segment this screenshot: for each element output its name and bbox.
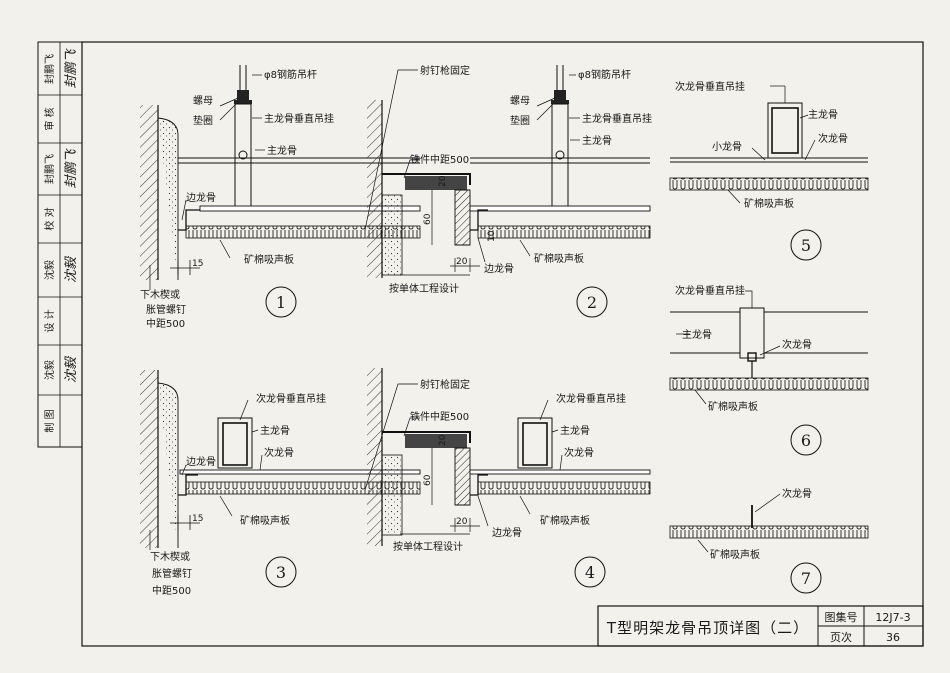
label-washer-d2: 垫圈 [510,114,530,127]
dim-15-d3: 15 [192,514,203,524]
dim-60-d2: 60 [423,213,433,225]
label-board-d6: 矿棉吸声板 [708,400,758,413]
label-main-keel-d3: 主龙骨 [260,424,290,437]
label-wedge2-d3: 胀管螺钉 [152,567,192,580]
label-wedge2-d1: 胀管螺钉 [146,303,186,316]
label-nut-d2: 螺母 [510,95,530,107]
dim-20v-d4: 20 [438,434,448,446]
approval-sidebar: 封鹏飞 封鹏飞 审 核 封鹏飞 封鹏飞 校 对 沈毅 沈毅 设 计 沈毅 沈毅 … [37,41,83,448]
detail-1: 15 φ8钢筋吊杆 螺母 垫圈 主龙骨垂直吊挂 主龙骨 边龙骨 矿棉吸声板 下木… [140,65,421,330]
detail-5: 次龙骨垂直吊挂 主龙骨 次龙骨 小龙骨 矿棉吸声板 5 [669,80,869,261]
label-rod-d2: φ8钢筋吊杆 [578,68,631,81]
sidebar-role-review: 审 核 [43,107,56,130]
detail-number-1: 1 [276,293,286,312]
label-nail-gun-d4: 射钉枪固定 [420,378,470,391]
label-sec-keel-d6: 次龙骨 [782,338,812,351]
dim-20-d2: 20 [456,257,468,267]
sidebar-role-draw: 制 图 [43,409,56,432]
detail-number-7: 7 [801,569,811,588]
label-edge-keel-d3: 边龙骨 [186,455,216,468]
label-per-project-d2: 按单体工程设计 [389,282,459,295]
title-block: T型明架龙骨吊顶详图（二） 图集号 12J7-3 页次 36 [597,605,924,647]
label-sec-keel-d3: 次龙骨 [264,446,294,459]
detail-number-3: 3 [276,563,286,582]
atlas-number: 12J7-3 [875,611,910,624]
label-board-d1: 矿棉吸声板 [244,253,294,266]
label-wedge1-d1: 下木楔或 [140,289,180,301]
sheet-title: T型明架龙骨吊顶详图（二） [606,619,809,637]
sidebar-name-3: 沈毅 [43,260,56,280]
sidebar-role-check: 校 对 [43,207,56,230]
dim-15-d1: 15 [192,259,203,269]
label-main-keel-d4: 主龙骨 [560,424,590,437]
label-sec-keel-d7: 次龙骨 [782,487,812,500]
label-sec-keel-d4: 次龙骨 [564,446,594,459]
label-board-d7: 矿棉吸声板 [710,548,760,561]
page-number: 36 [886,631,900,644]
label-nut-d1: 螺母 [193,95,213,107]
sidebar-name-2: 封鹏飞 [43,154,56,184]
label-main-keel-d2: 主龙骨 [582,134,612,147]
label-sec-hanger-d6: 次龙骨垂直吊挂 [675,284,745,297]
label-board-d4: 矿棉吸声板 [540,514,590,527]
label-main-keel-d5: 主龙骨 [808,108,838,121]
label-sec-keel-d5: 次龙骨 [818,132,848,145]
label-edge-keel-d2: 边龙骨 [484,262,514,275]
label-wedge1-d3: 下木楔或 [150,551,190,563]
sidebar-name-4: 沈毅 [43,360,56,380]
label-nail-gun-d2: 射钉枪固定 [420,64,470,77]
label-iron-pitch-d2: 铁件中距500 [410,153,469,166]
sidebar-role-design: 设 计 [43,309,56,332]
label-main-hanger-d1: 主龙骨垂直吊挂 [264,112,334,125]
label-edge-keel-d1: 边龙骨 [186,191,216,204]
dim-20-d4: 20 [456,517,468,527]
page-label: 页次 [830,630,852,644]
detail-7: 次龙骨 矿棉吸声板 7 [669,487,869,594]
label-sec-hanger-d3: 次龙骨垂直吊挂 [256,392,326,405]
label-sec-hanger-d4: 次龙骨垂直吊挂 [556,392,626,405]
label-edge-keel-d4: 边龙骨 [492,526,522,539]
label-rod-d1: φ8钢筋吊杆 [264,68,317,81]
dim-10-d2: 10 [487,230,497,242]
detail-6: 次龙骨垂直吊挂 主龙骨 次龙骨 矿棉吸声板 6 [669,284,869,456]
label-wedge3-d1: 中距500 [146,317,185,330]
signature-2: 封鹏飞 [64,148,79,189]
label-sec-hanger-d5: 次龙骨垂直吊挂 [675,80,745,93]
label-small-keel-d5: 小龙骨 [712,140,742,153]
label-wedge3-d3: 中距500 [152,584,191,597]
dim-20v-d2: 20 [438,175,448,187]
label-washer-d1: 垫圈 [193,114,213,127]
signature-4: 沈毅 [63,355,79,383]
label-board-d5: 矿棉吸声板 [744,197,794,210]
label-main-keel-d1: 主龙骨 [267,144,297,157]
atlas-label: 图集号 [825,610,858,624]
label-main-keel-d6: 主龙骨 [682,328,712,341]
detail-3: 15 次龙骨垂直吊挂 主龙骨 次龙骨 边龙骨 矿棉吸声板 下木楔或 胀管螺钉 中… [140,370,421,597]
label-iron-pitch-d4: 铁件中距500 [410,410,469,423]
signature-3: 沈毅 [63,255,79,283]
signature-1: 封鹏飞 [64,48,79,89]
detail-4: 60 20 20 射钉枪固定 铁件中距500 次龙骨垂直吊挂 主龙骨 次龙骨 边… [364,368,651,588]
label-main-hanger-d2: 主龙骨垂直吊挂 [582,112,652,125]
detail-number-2: 2 [587,293,597,312]
detail-number-5: 5 [801,236,811,255]
label-board-d3: 矿棉吸声板 [240,514,290,527]
label-board-d2: 矿棉吸声板 [534,252,584,265]
detail-number-6: 6 [801,431,811,450]
detail-number-4: 4 [585,563,595,582]
detail-2: 60 20 10 20 射钉枪固定 铁件中距500 φ8钢筋吊杆 螺母 垫圈 主… [364,64,652,318]
label-per-project-d4: 按单体工程设计 [393,540,463,553]
sidebar-name-1: 封鹏飞 [43,54,56,84]
dim-60-d4: 60 [423,474,433,486]
